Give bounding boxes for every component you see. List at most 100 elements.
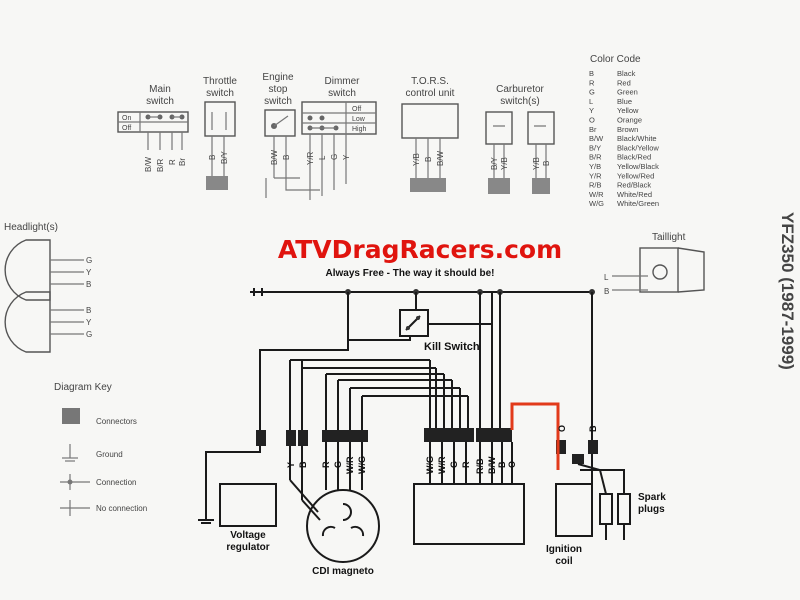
color-code-name: White/Green (617, 199, 659, 208)
svg-text:Diagram Key: Diagram Key (54, 382, 112, 393)
svg-text:B/R: B/R (156, 158, 165, 172)
main-switch: Main switch On Off B/W B/R R Br (117, 84, 189, 172)
throttle-switch: Throttle switch B B/Y (203, 76, 237, 190)
tors-control-unit: T.O.R.S. control unit Y/B B B/W (401, 76, 459, 192)
brand-tagline: Always Free - The way it should be! (326, 268, 495, 279)
svg-text:coil: coil (555, 556, 572, 567)
svg-text:Voltage: Voltage (230, 530, 266, 541)
svg-text:W/G: W/G (357, 456, 367, 474)
engine-stop-switch: Engine stop switch B/W B (262, 72, 296, 178)
main-switch-label-1: Main (149, 84, 171, 95)
color-code-abbr: Y/B (589, 162, 601, 171)
color-code-abbr: W/R (589, 190, 604, 199)
svg-text:Y: Y (286, 462, 296, 468)
main-switch-on: On (122, 115, 131, 122)
svg-text:Dimmer: Dimmer (325, 76, 361, 87)
svg-text:L: L (604, 273, 609, 282)
svg-text:B: B (208, 155, 217, 160)
svg-text:G: G (330, 154, 339, 160)
svg-text:O: O (507, 461, 517, 468)
color-code-title: Color Code (590, 54, 641, 65)
taillight: Taillight L B (604, 232, 705, 296)
main-switch-label-2: switch (146, 96, 174, 107)
color-code-abbr: G (589, 88, 595, 97)
svg-text:Connectors: Connectors (96, 417, 137, 426)
brand-title: ATVDragRacers.com (278, 235, 562, 264)
orange-wire (510, 402, 560, 470)
svg-text:Y/B: Y/B (412, 153, 421, 166)
svg-text:Ground: Ground (96, 450, 123, 459)
color-code-name: Yellow/Red (617, 171, 654, 180)
svg-text:regulator: regulator (226, 542, 269, 553)
svg-text:switch: switch (328, 88, 356, 99)
svg-text:T.O.R.S.: T.O.R.S. (411, 76, 449, 87)
svg-text:R: R (168, 159, 177, 165)
svg-text:No connection: No connection (96, 504, 147, 513)
svg-text:Y: Y (86, 318, 92, 327)
color-code-name: Green (617, 88, 638, 97)
color-code-name: Black/White (617, 134, 657, 143)
svg-text:G: G (86, 330, 92, 339)
svg-text:B: B (282, 155, 291, 160)
svg-text:W/G: W/G (425, 456, 435, 474)
svg-text:B/Y: B/Y (490, 156, 499, 170)
color-code-abbr: B (589, 69, 594, 78)
svg-text:L: L (318, 155, 327, 160)
diagram-key: Diagram Key Connectors Ground Connection… (54, 382, 147, 516)
svg-text:B: B (542, 161, 551, 166)
svg-text:B: B (298, 461, 308, 468)
svg-text:Ignition: Ignition (546, 544, 582, 555)
svg-text:B/W: B/W (270, 149, 279, 165)
svg-text:switch(s): switch(s) (500, 96, 539, 107)
svg-text:switch: switch (264, 96, 292, 107)
carburetor-switches: Carburetor switch(s) B/Y Y/B Y/B B (485, 84, 555, 194)
svg-text:B/W: B/W (487, 456, 497, 474)
color-code-abbr: Y/R (589, 171, 602, 180)
color-code-name: Red/Black (617, 181, 651, 190)
svg-text:switch: switch (206, 88, 234, 99)
svg-text:G: G (86, 256, 92, 265)
svg-text:Engine: Engine (262, 72, 294, 83)
color-code-abbr: Y (589, 106, 594, 115)
color-code-abbr: O (589, 116, 595, 125)
dimmer-switch: Dimmer switch Off Low High Y/R L G Y (265, 76, 377, 200)
svg-text:G: G (449, 461, 459, 468)
svg-text:Off: Off (352, 106, 361, 113)
svg-text:Carburetor: Carburetor (496, 84, 544, 95)
svg-text:R: R (461, 461, 471, 468)
svg-text:B/W: B/W (436, 150, 445, 166)
kill-switch-label: Kill Switch (424, 341, 480, 353)
svg-text:B: B (497, 461, 507, 468)
svg-text:Headlight(s): Headlight(s) (4, 222, 58, 233)
svg-text:Low: Low (352, 116, 366, 123)
color-code-abbr: L (589, 97, 593, 106)
svg-text:Y: Y (86, 268, 92, 277)
color-code-abbr: Br (589, 125, 597, 134)
color-code-abbr: R (589, 78, 595, 87)
svg-text:plugs: plugs (638, 504, 665, 515)
svg-text:B: B (588, 425, 598, 432)
svg-text:B: B (86, 306, 91, 315)
color-code-name: Yellow (617, 106, 639, 115)
color-code-name: Orange (617, 116, 642, 125)
svg-text:B: B (424, 157, 433, 162)
svg-text:Y: Y (342, 154, 351, 160)
model-label: YFZ350 (1987-1999) (778, 212, 797, 370)
svg-text:Y/R: Y/R (306, 151, 315, 165)
color-code-name: White/Red (617, 190, 652, 199)
color-code-name: Brown (617, 125, 638, 134)
color-code-name: Blue (617, 97, 632, 106)
svg-text:Y/B: Y/B (532, 157, 541, 170)
svg-text:High: High (352, 126, 367, 133)
color-code-name: Black/Yellow (617, 143, 659, 152)
svg-text:R/B: R/B (475, 458, 485, 474)
svg-text:G: G (333, 461, 343, 468)
svg-text:B: B (86, 280, 91, 289)
black-wiring: Kill Switch Voltage regulator (198, 288, 666, 577)
svg-text:Connection: Connection (96, 478, 136, 487)
svg-text:O: O (557, 425, 567, 432)
color-code-abbr: R/B (589, 181, 602, 190)
svg-text:CDI magneto: CDI magneto (312, 566, 374, 577)
